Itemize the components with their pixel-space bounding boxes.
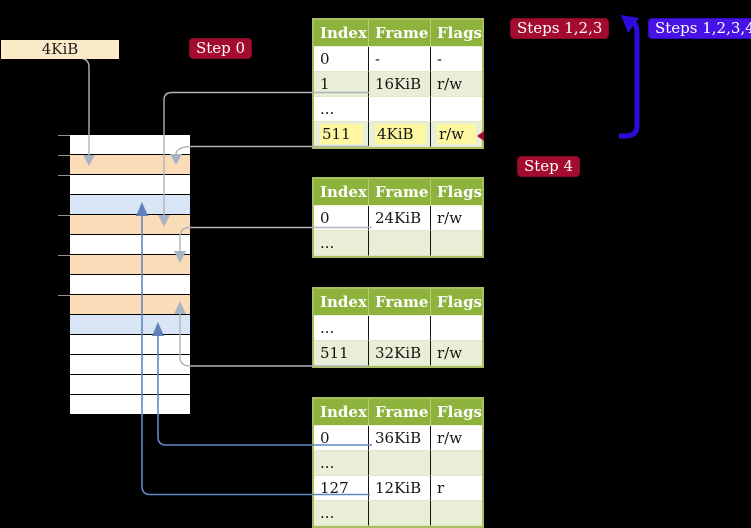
memory-frame-row-5 [70, 235, 190, 255]
table-cell [431, 451, 482, 476]
table-cell: 511 [314, 341, 369, 366]
table-cell: 32KiB [369, 341, 431, 366]
column-header-index: Index [314, 289, 369, 316]
table-cell: r/w [431, 341, 482, 366]
memory-frame-row-0 [70, 135, 190, 155]
table-cell [369, 316, 431, 341]
table-cell: ... [314, 231, 369, 256]
step0-badge: Step 0 [189, 38, 253, 59]
table-cell [431, 231, 482, 256]
table-cell: r/w [431, 426, 482, 451]
memory-frame-row-4 [70, 215, 190, 235]
table-cell: ... [314, 501, 369, 526]
table-cell: r/w [431, 72, 482, 97]
column-header-flags: Flags [431, 20, 482, 47]
column-header-flags: Flags [431, 399, 482, 426]
memory-frame-row-8 [70, 295, 190, 315]
column-header-frame: Frame [369, 399, 431, 426]
table-cell [431, 97, 482, 122]
table-cell [369, 501, 431, 526]
table-row: ... [314, 451, 482, 476]
column-header-flags: Flags [431, 289, 482, 316]
column-header-index: Index [314, 20, 369, 47]
table-cell: 511 [314, 122, 369, 147]
table-row: ... [314, 501, 482, 526]
table-cell: r [431, 476, 482, 501]
table-cell: 1 [314, 72, 369, 97]
table-row: 0-- [314, 47, 482, 72]
table-cell: ... [314, 316, 369, 341]
table-row: 511 4KiB r/w [314, 122, 482, 147]
table-row: ... [314, 231, 482, 256]
memory-frame-row-12 [70, 375, 190, 395]
table-cell: 0 [314, 206, 369, 231]
table-cell: ... [314, 451, 369, 476]
memory-frame-row-11 [70, 355, 190, 375]
table-cell: ... [314, 97, 369, 122]
column-header-flags: Flags [431, 179, 482, 206]
steps1234-badge: Steps 1,2,3,4 [648, 18, 751, 39]
column-header-index: Index [314, 179, 369, 206]
column-header-frame: Frame [369, 20, 431, 47]
column-header-frame: Frame [369, 179, 431, 206]
table-cell: 24KiB [369, 206, 431, 231]
table-cell: r/w [431, 122, 482, 147]
table-cell: 0 [314, 426, 369, 451]
memory-ticks [58, 135, 70, 296]
column-header-index: Index [314, 399, 369, 426]
steps123-badge: Steps 1,2,3 [510, 18, 610, 39]
memory-frame-row-13 [70, 395, 190, 415]
table-cell: 0 [314, 47, 369, 72]
memory-frame-row-10 [70, 335, 190, 355]
highlighted-value: 4KiB [375, 124, 426, 144]
step4-badge: Step 4 [517, 156, 581, 177]
table-cell [369, 451, 431, 476]
table-cell: 16KiB [369, 72, 431, 97]
table-cell: 36KiB [369, 426, 431, 451]
highlighted-value: 511 [320, 124, 363, 144]
memory-frame-row-2 [70, 175, 190, 195]
memory-frame-row-7 [70, 275, 190, 295]
table-cell [431, 501, 482, 526]
table-row: ... [314, 97, 482, 122]
table-cell: 12KiB [369, 476, 431, 501]
table-cell: 127 [314, 476, 369, 501]
memory-frame-row-9 [70, 315, 190, 335]
table-row: ... [314, 316, 482, 341]
physical-memory-column [70, 135, 190, 415]
memory-frame-row-3 [70, 195, 190, 215]
memory-frame-row-1 [70, 155, 190, 175]
table-cell [369, 97, 431, 122]
memory-frame-row-6 [70, 255, 190, 275]
column-header-frame: Frame [369, 289, 431, 316]
table-cell [431, 316, 482, 341]
table-cell: r/w [431, 206, 482, 231]
page-size-label: 4KiB [1, 40, 119, 59]
table-cell [369, 231, 431, 256]
big-blue-arrow [619, 15, 640, 139]
highlighted-value: r/w [437, 124, 477, 144]
table-cell: - [369, 47, 431, 72]
table-cell: 4KiB [369, 122, 431, 147]
table-cell: - [431, 47, 482, 72]
